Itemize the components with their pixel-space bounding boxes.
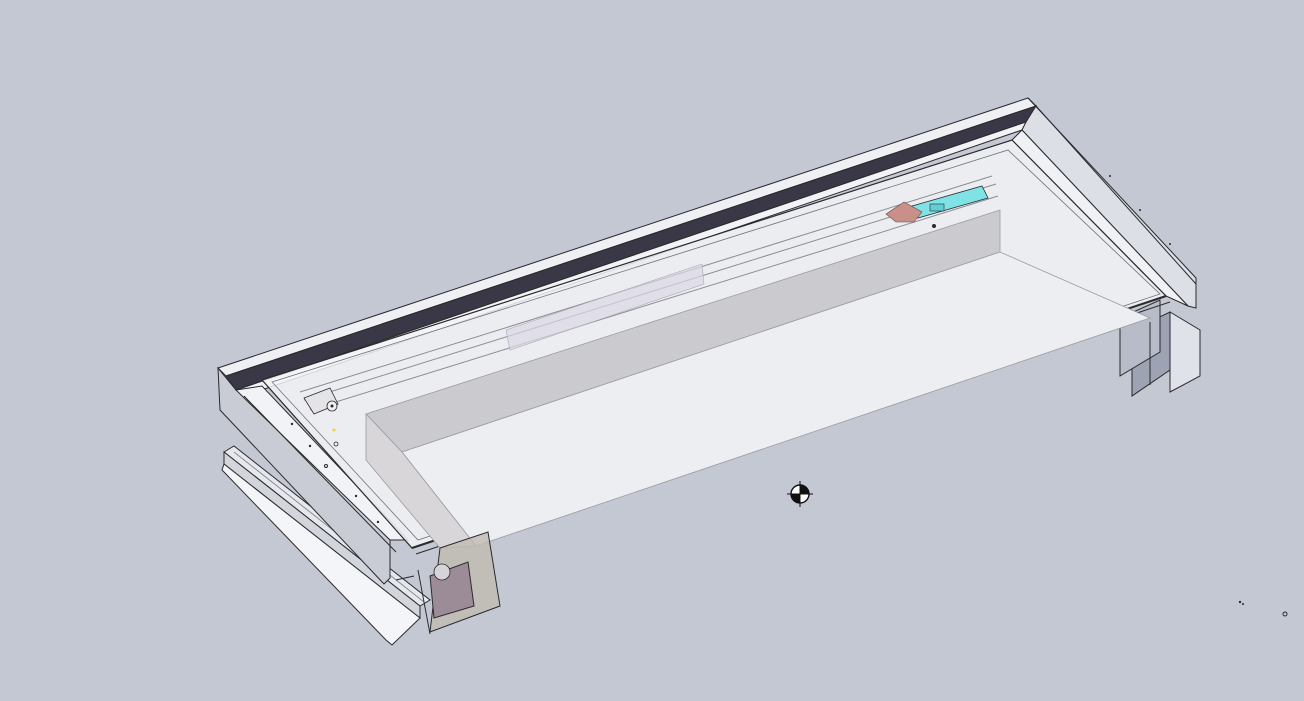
belt-pulley-assembly[interactable] <box>303 387 339 447</box>
mounting-holes <box>290 175 1171 524</box>
center-of-mass-icon[interactable] <box>787 481 813 507</box>
inner-tray[interactable] <box>365 209 1152 549</box>
frame-right-side[interactable] <box>1011 97 1197 309</box>
carriage-bracket[interactable] <box>885 201 936 228</box>
axis-triad-icon[interactable] <box>1238 600 1288 617</box>
linear-guide-rails[interactable] <box>299 175 999 411</box>
stepper-motor[interactable] <box>395 531 501 635</box>
